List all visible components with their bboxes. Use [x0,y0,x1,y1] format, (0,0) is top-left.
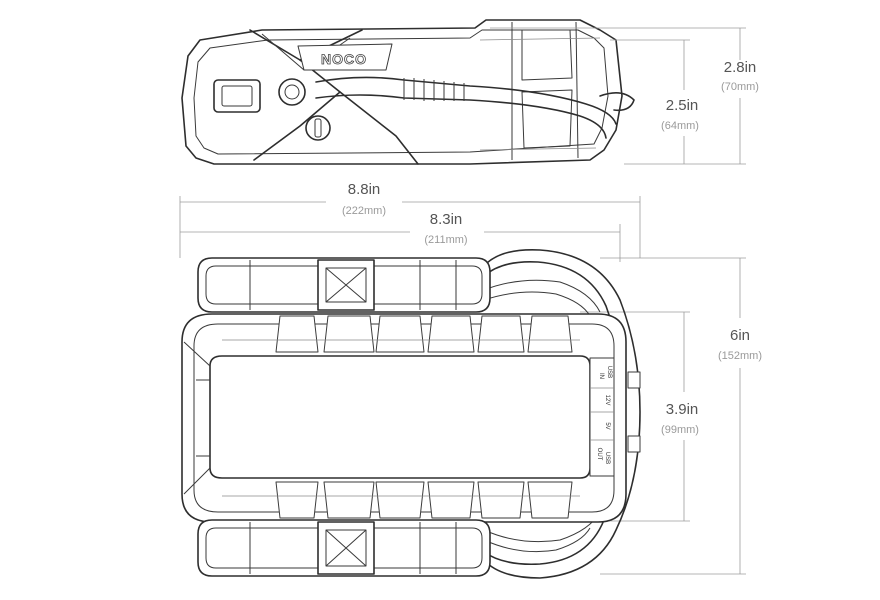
dim-overall-width-sub: (152mm) [718,350,762,362]
port-in-label: IN [598,373,604,379]
dim-inner-width-main: 3.9in [666,401,699,418]
top-rib-tabs-upper [222,315,580,353]
dim-side-height-sub: (70mm) [721,81,759,93]
dim-side-body-height-sub: (64mm) [661,120,699,132]
top-rib-tabs-lower [222,481,580,519]
port-out-label: OUT [596,448,602,461]
dimension-side-body-height: 2.5in (64mm) [610,39,699,164]
dim-overall-length-main: 8.8in [348,181,381,198]
port-12v-label: 12V [604,395,610,406]
port-usb-label-bottom: USB [604,452,610,464]
dim-side-height-main: 2.8in [724,59,757,76]
logo-banner: NOCO [297,43,393,71]
side-screw [305,115,331,141]
port-usb-label-top: USB [606,366,612,378]
top-frame [181,313,627,523]
dimension-overall-length: 8.8in (222mm) [179,181,641,258]
side-cable [315,76,635,139]
top-port-panel: IN USB 12V 5V OUT USB [589,357,641,477]
noco-logo-text: NOCO [321,51,367,67]
dim-body-length-sub: (211mm) [424,234,467,246]
dim-inner-width-sub: (99mm) [661,424,699,436]
side-square-port [213,79,261,113]
dim-side-body-height-main: 2.5in [666,97,699,114]
port-5v-label: 5V [604,422,610,429]
top-clamp-upper [197,257,491,313]
dim-body-length-main: 8.3in [430,211,463,228]
top-clamp-lower [197,519,491,577]
dimension-body-length: 8.3in (211mm) [180,211,621,262]
top-view-drawing: IN USB 12V 5V OUT USB [181,249,641,579]
side-round-button [278,78,306,106]
dim-overall-width-main: 6in [730,327,750,344]
dim-overall-length-sub: (222mm) [342,205,386,217]
dimension-overall-width: 6in (152mm) [600,257,762,575]
side-view-drawing: NOCO [181,19,635,165]
dimension-inner-width: 3.9in (99mm) [580,311,699,522]
dimension-side-height: 2.8in (70mm) [490,27,759,165]
